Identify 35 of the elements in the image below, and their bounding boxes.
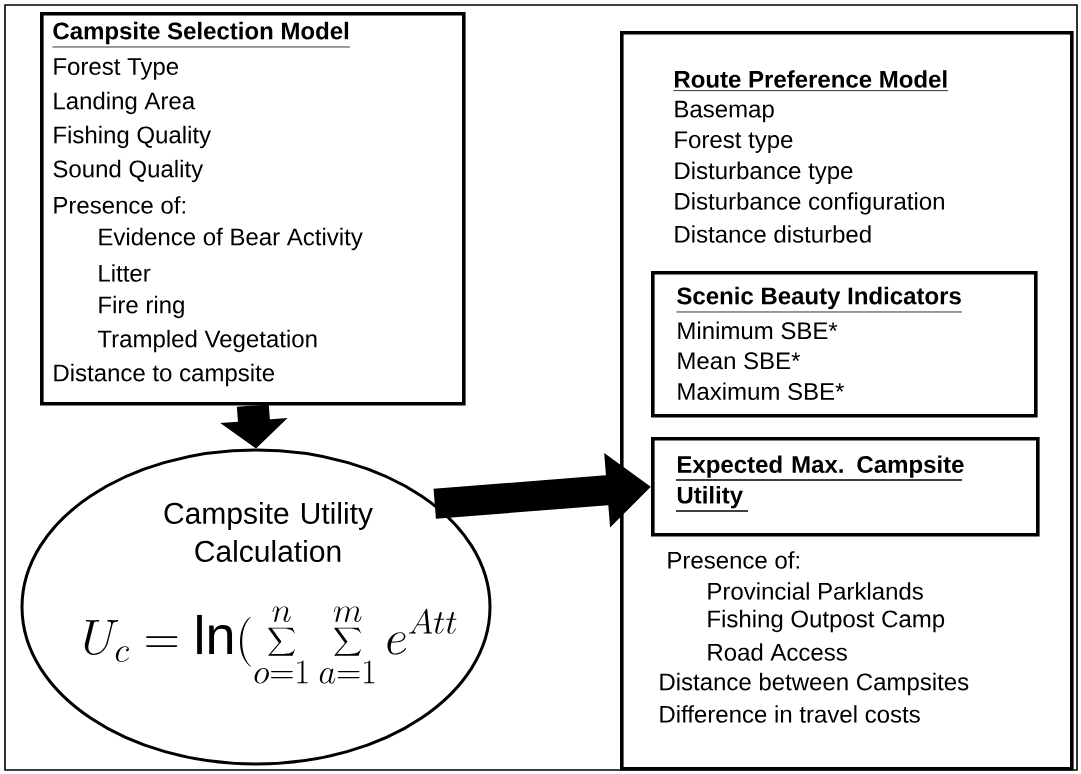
list-item: Distance to campsite: [54, 363, 275, 387]
indicator-box: [651, 437, 1040, 537]
model-box: [40, 12, 466, 406]
ellipse-title: Campsite Utility Calculation: [164, 502, 373, 562]
list-item: Mean SBE*: [678, 352, 801, 370]
calculation-ellipse: [20, 448, 492, 766]
box-heading: Scenic Beauty Indicators: [676, 286, 963, 313]
list-item: Provincial Parklands: [708, 582, 923, 600]
list-item: Trampled Vegetation: [97, 329, 317, 353]
list-item: Presence of:: [54, 196, 185, 214]
list-item: Sound Quality: [53, 159, 204, 183]
box-heading: Route Preference Model: [673, 70, 949, 91]
model-box: [620, 31, 1074, 771]
list-item: Difference in travel costs: [660, 705, 920, 723]
list-item: Fishing Outpost Camp: [708, 609, 945, 633]
list-item: Disturbance configuration: [675, 192, 944, 215]
list-item: Forest type: [675, 131, 793, 153]
list-item: Distance disturbed: [675, 225, 871, 243]
list-item: Road Access: [708, 643, 847, 661]
list-item: Disturbance type: [675, 161, 853, 184]
list-item: Maximum SBE*: [678, 382, 845, 400]
box-heading: Expected Max. Campsite Utility: [675, 455, 964, 512]
list-item: Fire ring: [99, 295, 184, 319]
list-item: Landing Area: [54, 91, 196, 115]
list-item: Evidence of Bear Activity: [99, 227, 363, 251]
utility-formula: $U_c = \ln(\sum_{o=1}^{n}\sum_{a=1}^{m} e^{Att}$: [84, 606, 457, 684]
indicator-box: [651, 271, 1038, 418]
list-item: Forest Type: [54, 58, 179, 80]
list-item: Litter: [99, 264, 151, 282]
box-heading: Campsite Selection Model: [52, 21, 351, 48]
list-item: Minimum SBE*: [678, 321, 838, 340]
list-item: Fishing Quality: [54, 125, 212, 149]
list-item: Distance between Campsites: [660, 672, 969, 696]
list-item: Basemap: [675, 100, 774, 123]
list-item: Presence of:: [668, 551, 799, 569]
